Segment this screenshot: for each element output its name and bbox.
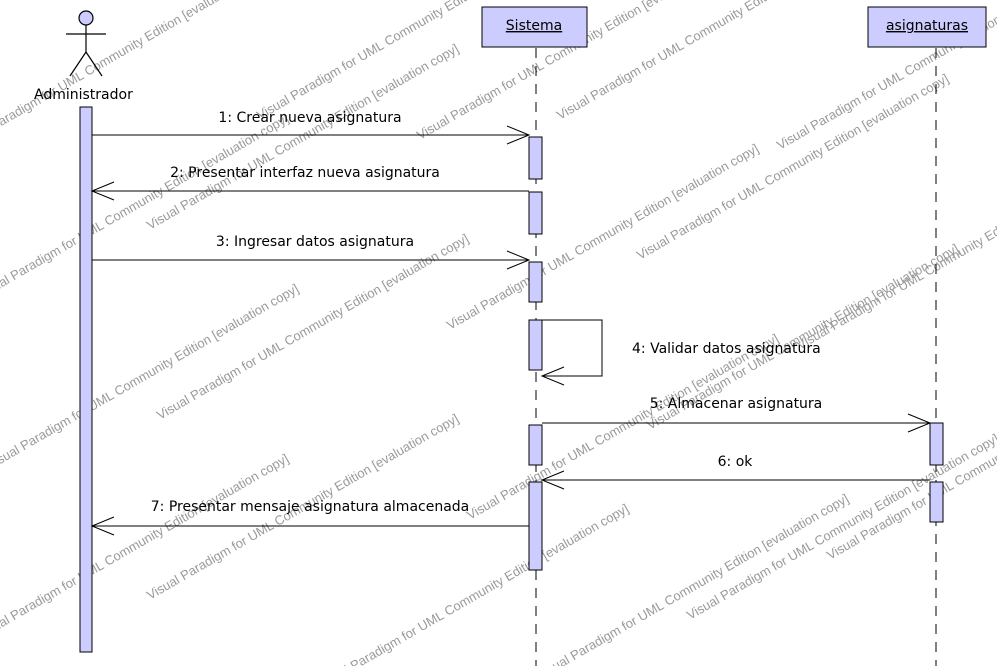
activation-bar-administrador [79, 106, 93, 653]
activation-bar-sistema [528, 424, 543, 466]
message-5[interactable]: 5: Almacenar asignatura [542, 396, 932, 433]
message-2[interactable]: 2: Presentar interfaz nueva asignatura [90, 165, 529, 201]
activation-bar-sistema [528, 261, 543, 303]
message-label: 3: Ingresar datos asignatura [216, 234, 414, 250]
watermark-text: Visual Paradigm for UML Community Editio… [554, 0, 871, 123]
stick-figure-icon [66, 10, 106, 77]
watermark-text: Visual Paradigm for UML Community Editio… [0, 0, 271, 153]
watermark-text: Visual Paradigm for UML Community Editio… [534, 491, 851, 666]
message-label: 2: Presentar interfaz nueva asignatura [170, 165, 440, 181]
participant-name: Sistema [506, 18, 562, 34]
open-arrow-left-icon [90, 516, 115, 536]
activation-bar-sistema [528, 481, 543, 571]
open-arrow-left-icon [540, 366, 565, 386]
open-arrow-left-icon [540, 470, 565, 490]
watermark-text: Visual Paradigm for UML Community Editio… [634, 71, 951, 263]
message-4[interactable]: 4: Validar datos asignatura [540, 319, 821, 386]
message-line [542, 319, 603, 377]
open-arrow-right-icon [907, 413, 932, 433]
watermark-text: Visual Paradigm for UML Community Editio… [0, 281, 301, 473]
activation-bar-sistema [528, 191, 543, 235]
message-1[interactable]: 1: Crear nueva asignatura [92, 110, 531, 145]
watermark-text: Visual Paradigm for UML Community Editio… [0, 111, 291, 303]
message-3[interactable]: 3: Ingresar datos asignatura [92, 234, 531, 270]
open-arrow-right-icon [506, 125, 531, 145]
participant-asignaturas[interactable]: asignaturas [867, 6, 987, 48]
watermark-text: Visual Paradigm for UML Community Editio… [144, 41, 461, 233]
activation-bar-sistema [528, 136, 543, 180]
message-label: 1: Crear nueva asignatura [218, 110, 401, 126]
watermark-text: Visual Paradigm for UML Community Editio… [444, 141, 761, 333]
message-label: 4: Validar datos asignatura [632, 341, 821, 357]
participant-sistema[interactable]: Sistema [481, 6, 588, 48]
activation-bar-sistema [528, 319, 543, 371]
open-arrow-right-icon [506, 250, 531, 270]
message-label: 7: Presentar mensaje asignatura almacena… [151, 499, 470, 515]
watermark-text: Visual Paradigm for UML Community Editio… [824, 371, 997, 563]
open-arrow-left-icon [90, 181, 115, 201]
message-6[interactable]: 6: ok [540, 454, 930, 490]
actor-administrador[interactable]: Administrador [34, 10, 133, 103]
activation-bar-asignaturas [929, 481, 944, 523]
participant-name: asignaturas [886, 18, 968, 34]
participant-box [481, 6, 588, 48]
message-label: 5: Almacenar asignatura [650, 396, 823, 412]
message-label: 6: ok [718, 454, 754, 470]
actor-name: Administrador [34, 87, 133, 103]
activation-bar-asignaturas [929, 422, 944, 466]
message-7[interactable]: 7: Presentar mensaje asignatura almacena… [90, 499, 529, 536]
participant-box [867, 6, 987, 48]
watermark-text: Visual Paradigm for UML Community Editio… [794, 161, 997, 353]
watermark-text: Visual Paradigm for UML Community Editio… [464, 331, 781, 523]
